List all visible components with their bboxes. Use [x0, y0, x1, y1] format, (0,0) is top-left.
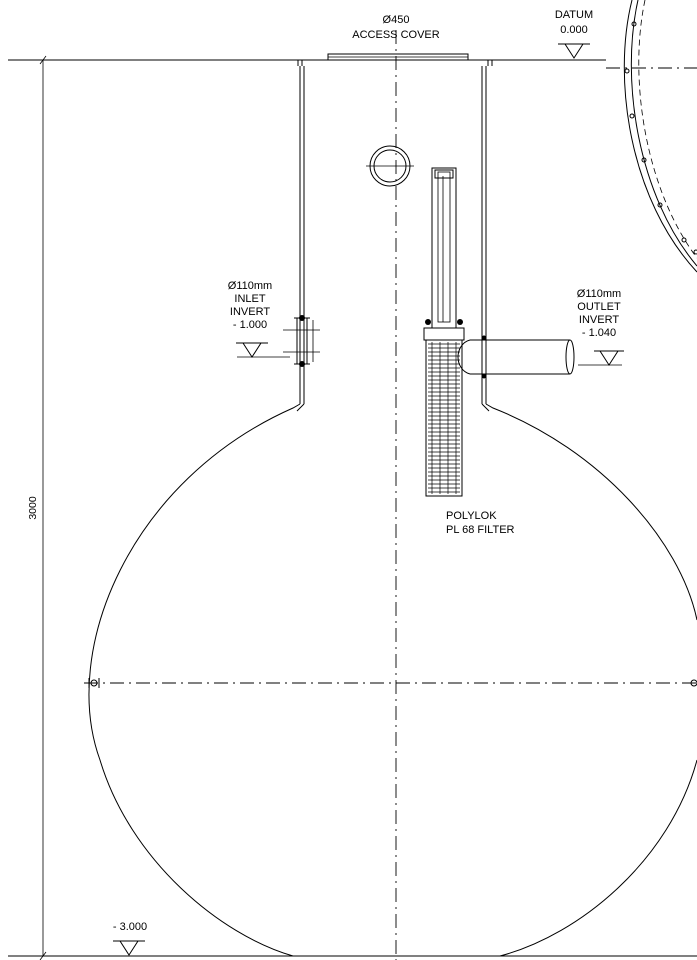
cover-diameter-label: Ø450: [383, 14, 410, 26]
height-dimension-label: 3000: [27, 496, 39, 520]
datum-marker: DATUM 0.000: [555, 9, 593, 59]
cover-plan-view: [623, 0, 697, 273]
height-dimension: 3000: [27, 55, 48, 960]
inlet-pipe: Ø110mm INLET INVERT - 1.000: [228, 280, 320, 367]
bottom-level-label: - 3.000: [113, 921, 147, 933]
filter-model-label: PL 68 FILTER: [446, 524, 515, 536]
outlet-pipe: Ø110mm OUTLET INVERT - 1.040: [457, 288, 624, 379]
horizontal-centerline: [84, 67, 697, 684]
filter-assembly: POLYLOK PL 68 FILTER: [423, 167, 515, 536]
outlet-size-label: Ø110mm: [577, 288, 621, 300]
vent-pipe: [366, 145, 414, 187]
access-cover: Ø450 ACCESS COVER: [327, 14, 469, 61]
inlet-size-label: Ø110mm: [228, 280, 272, 292]
filter-name-label: POLYLOK: [446, 510, 497, 522]
tank-neck: [297, 60, 493, 404]
inlet-label: INLET: [234, 293, 265, 305]
outlet-label: OUTLET: [577, 301, 621, 313]
outlet-invert-label: INVERT: [579, 314, 619, 326]
outlet-level-label: - 1.040: [582, 327, 616, 339]
filter-cartridge-lines: [428, 342, 460, 494]
inlet-invert-label: INVERT: [230, 306, 270, 318]
side-lug-right: [690, 679, 697, 687]
datum-label: DATUM: [555, 9, 593, 21]
tank-body: [88, 403, 697, 957]
side-lug-left: [88, 678, 100, 688]
inlet-level-label: - 1.000: [233, 319, 267, 331]
datum-level: 0.000: [560, 24, 588, 36]
bottom-level-marker: - 3.000: [113, 921, 147, 956]
